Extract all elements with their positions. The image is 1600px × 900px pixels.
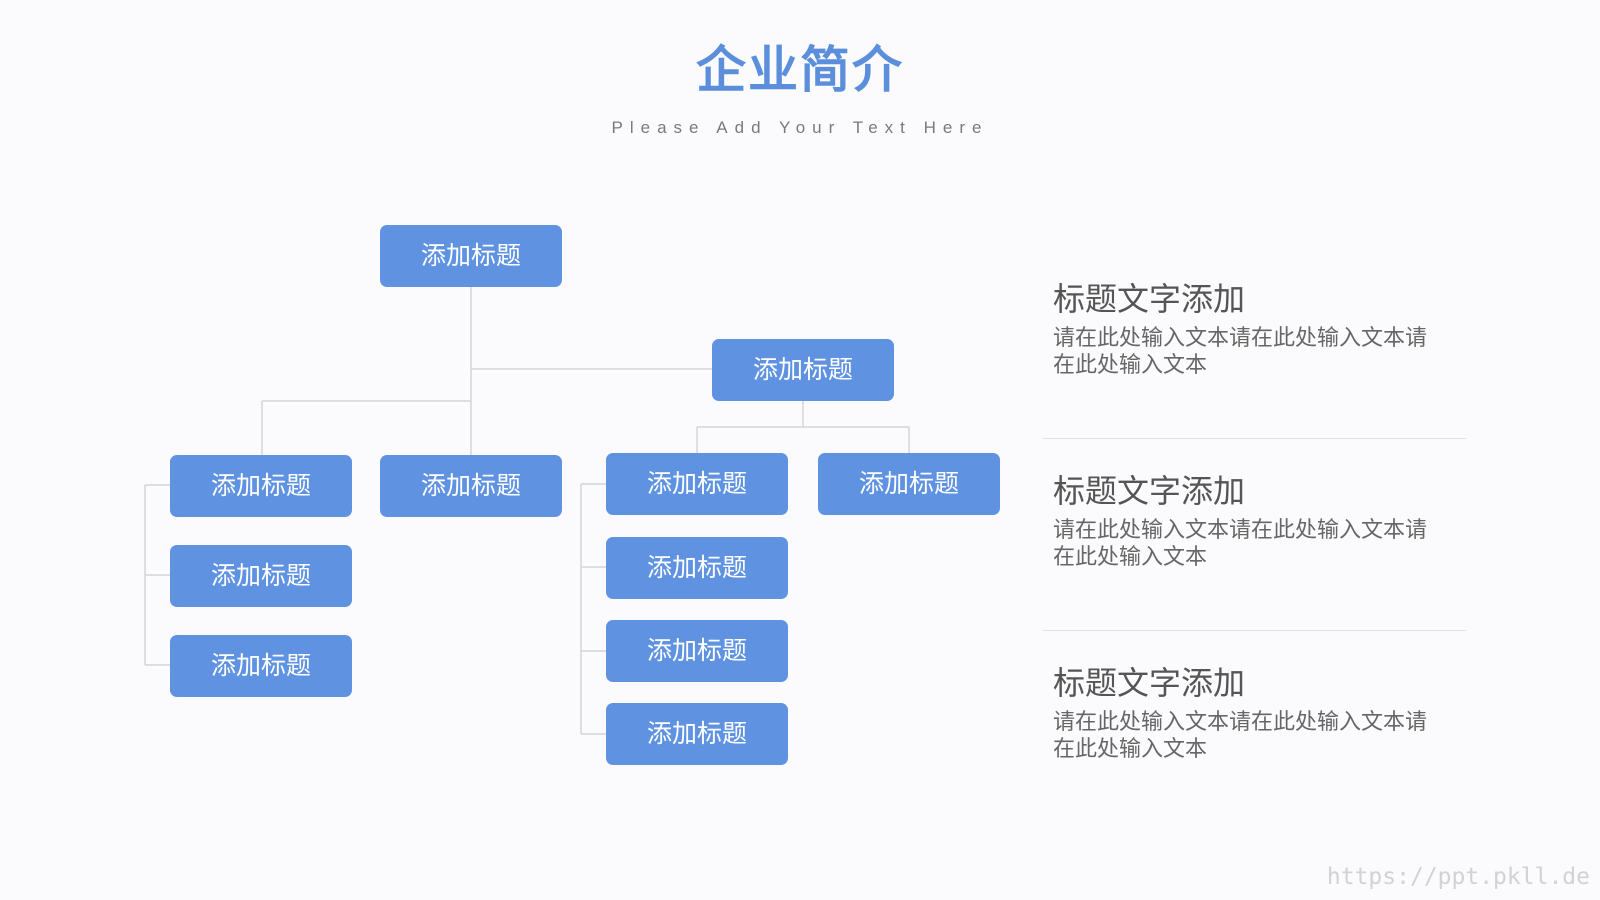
org-node-right-2[interactable]: 添加标题 bbox=[606, 537, 788, 599]
page-subtitle: Please Add Your Text Here bbox=[611, 118, 989, 137]
org-node-left-1[interactable]: 添加标题 bbox=[170, 455, 352, 517]
watermark-url: https://ppt.pkll.de bbox=[1326, 864, 1590, 890]
page-title: 企业简介 bbox=[696, 41, 904, 99]
info-body: 请在此处输入文本请在此处输入文本请在此处输入文本 bbox=[1053, 518, 1428, 570]
info-body: 请在此处输入文本请在此处输入文本请在此处输入文本 bbox=[1053, 710, 1428, 762]
org-node-root[interactable]: 添加标题 bbox=[380, 225, 562, 287]
org-node-right-3[interactable]: 添加标题 bbox=[606, 620, 788, 682]
info-heading: 标题文字添加 bbox=[1053, 280, 1246, 318]
org-node-right-4[interactable]: 添加标题 bbox=[606, 703, 788, 765]
info-block-1: 标题文字添加 请在此处输入文本请在此处输入文本请在此处输入文本 bbox=[1053, 279, 1473, 379]
org-node-left-2[interactable]: 添加标题 bbox=[170, 545, 352, 607]
info-divider bbox=[1043, 630, 1466, 631]
info-block-2: 标题文字添加 请在此处输入文本请在此处输入文本请在此处输入文本 bbox=[1053, 471, 1473, 571]
org-node-second-level[interactable]: 添加标题 bbox=[712, 339, 894, 401]
info-heading: 标题文字添加 bbox=[1053, 664, 1246, 702]
info-body: 请在此处输入文本请在此处输入文本请在此处输入文本 bbox=[1053, 326, 1428, 378]
org-node-right-1[interactable]: 添加标题 bbox=[606, 453, 788, 515]
info-heading: 标题文字添加 bbox=[1053, 472, 1246, 510]
org-node-middle[interactable]: 添加标题 bbox=[380, 455, 562, 517]
info-block-3: 标题文字添加 请在此处输入文本请在此处输入文本请在此处输入文本 bbox=[1053, 663, 1473, 763]
info-divider bbox=[1043, 438, 1466, 439]
org-node-right-sibling[interactable]: 添加标题 bbox=[818, 453, 1000, 515]
org-node-left-3[interactable]: 添加标题 bbox=[170, 635, 352, 697]
